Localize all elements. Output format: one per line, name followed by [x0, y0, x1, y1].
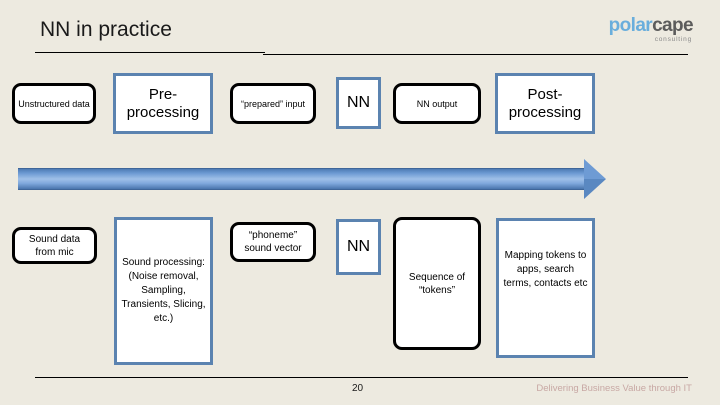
- node-label: NN output: [416, 98, 458, 109]
- node-label: “phoneme” sound vector: [244, 230, 302, 254]
- polarcape-logo: polarcape consulting: [608, 15, 694, 44]
- node-label: Sound data from mic: [28, 233, 81, 258]
- node-post-processing: Post-processing: [495, 73, 595, 134]
- footer-tagline: Delivering Business Value through IT: [536, 383, 692, 394]
- page-number: 20: [352, 383, 364, 394]
- node-label: Sound processing: (Noise removal, Sampli…: [121, 257, 206, 324]
- logo-part-polar: polar: [608, 15, 653, 36]
- node-label: “prepared” input: [240, 98, 306, 109]
- node-sound-data-from-mic: Sound data from mic: [12, 227, 97, 264]
- page-title: NN in practice: [40, 18, 172, 41]
- node-label: NN: [346, 94, 371, 111]
- flow-arrow-head-shading: [584, 179, 606, 199]
- footer-divider: [35, 377, 688, 378]
- node-label: Post-processing: [508, 85, 582, 121]
- node-label: Mapping tokens to apps, search terms, co…: [503, 250, 588, 289]
- node-nn-example: NN: [336, 219, 381, 275]
- node-sound-processing: Sound processing: (Noise removal, Sampli…: [114, 217, 213, 365]
- title-underline-right: [263, 54, 688, 55]
- node-nn-output: NN output: [393, 83, 481, 124]
- node-sequence-of-tokens: Sequence of “tokens”: [393, 217, 481, 350]
- logo-wordmark: polarcape: [608, 15, 694, 36]
- node-pre-processing: Pre-processing: [113, 73, 213, 134]
- node-prepared-input: “prepared” input: [230, 83, 316, 124]
- node-label: NN: [346, 238, 371, 255]
- logo-subtitle: consulting: [654, 36, 692, 43]
- flow-arrow-shaft: [18, 168, 588, 190]
- node-label: Pre-processing: [126, 85, 200, 121]
- node-unstructured-data: Unstructured data: [12, 83, 96, 124]
- node-label: Unstructured data: [18, 98, 90, 109]
- flow-arrow-head: [584, 159, 606, 199]
- node-phoneme-sound-vector: “phoneme” sound vector: [230, 222, 316, 262]
- node-nn-generic: NN: [336, 77, 381, 129]
- logo-part-cape: cape: [652, 15, 694, 36]
- node-label: Sequence of “tokens”: [408, 271, 466, 296]
- title-underline-left: [35, 52, 265, 53]
- node-mapping-tokens: Mapping tokens to apps, search terms, co…: [496, 218, 595, 358]
